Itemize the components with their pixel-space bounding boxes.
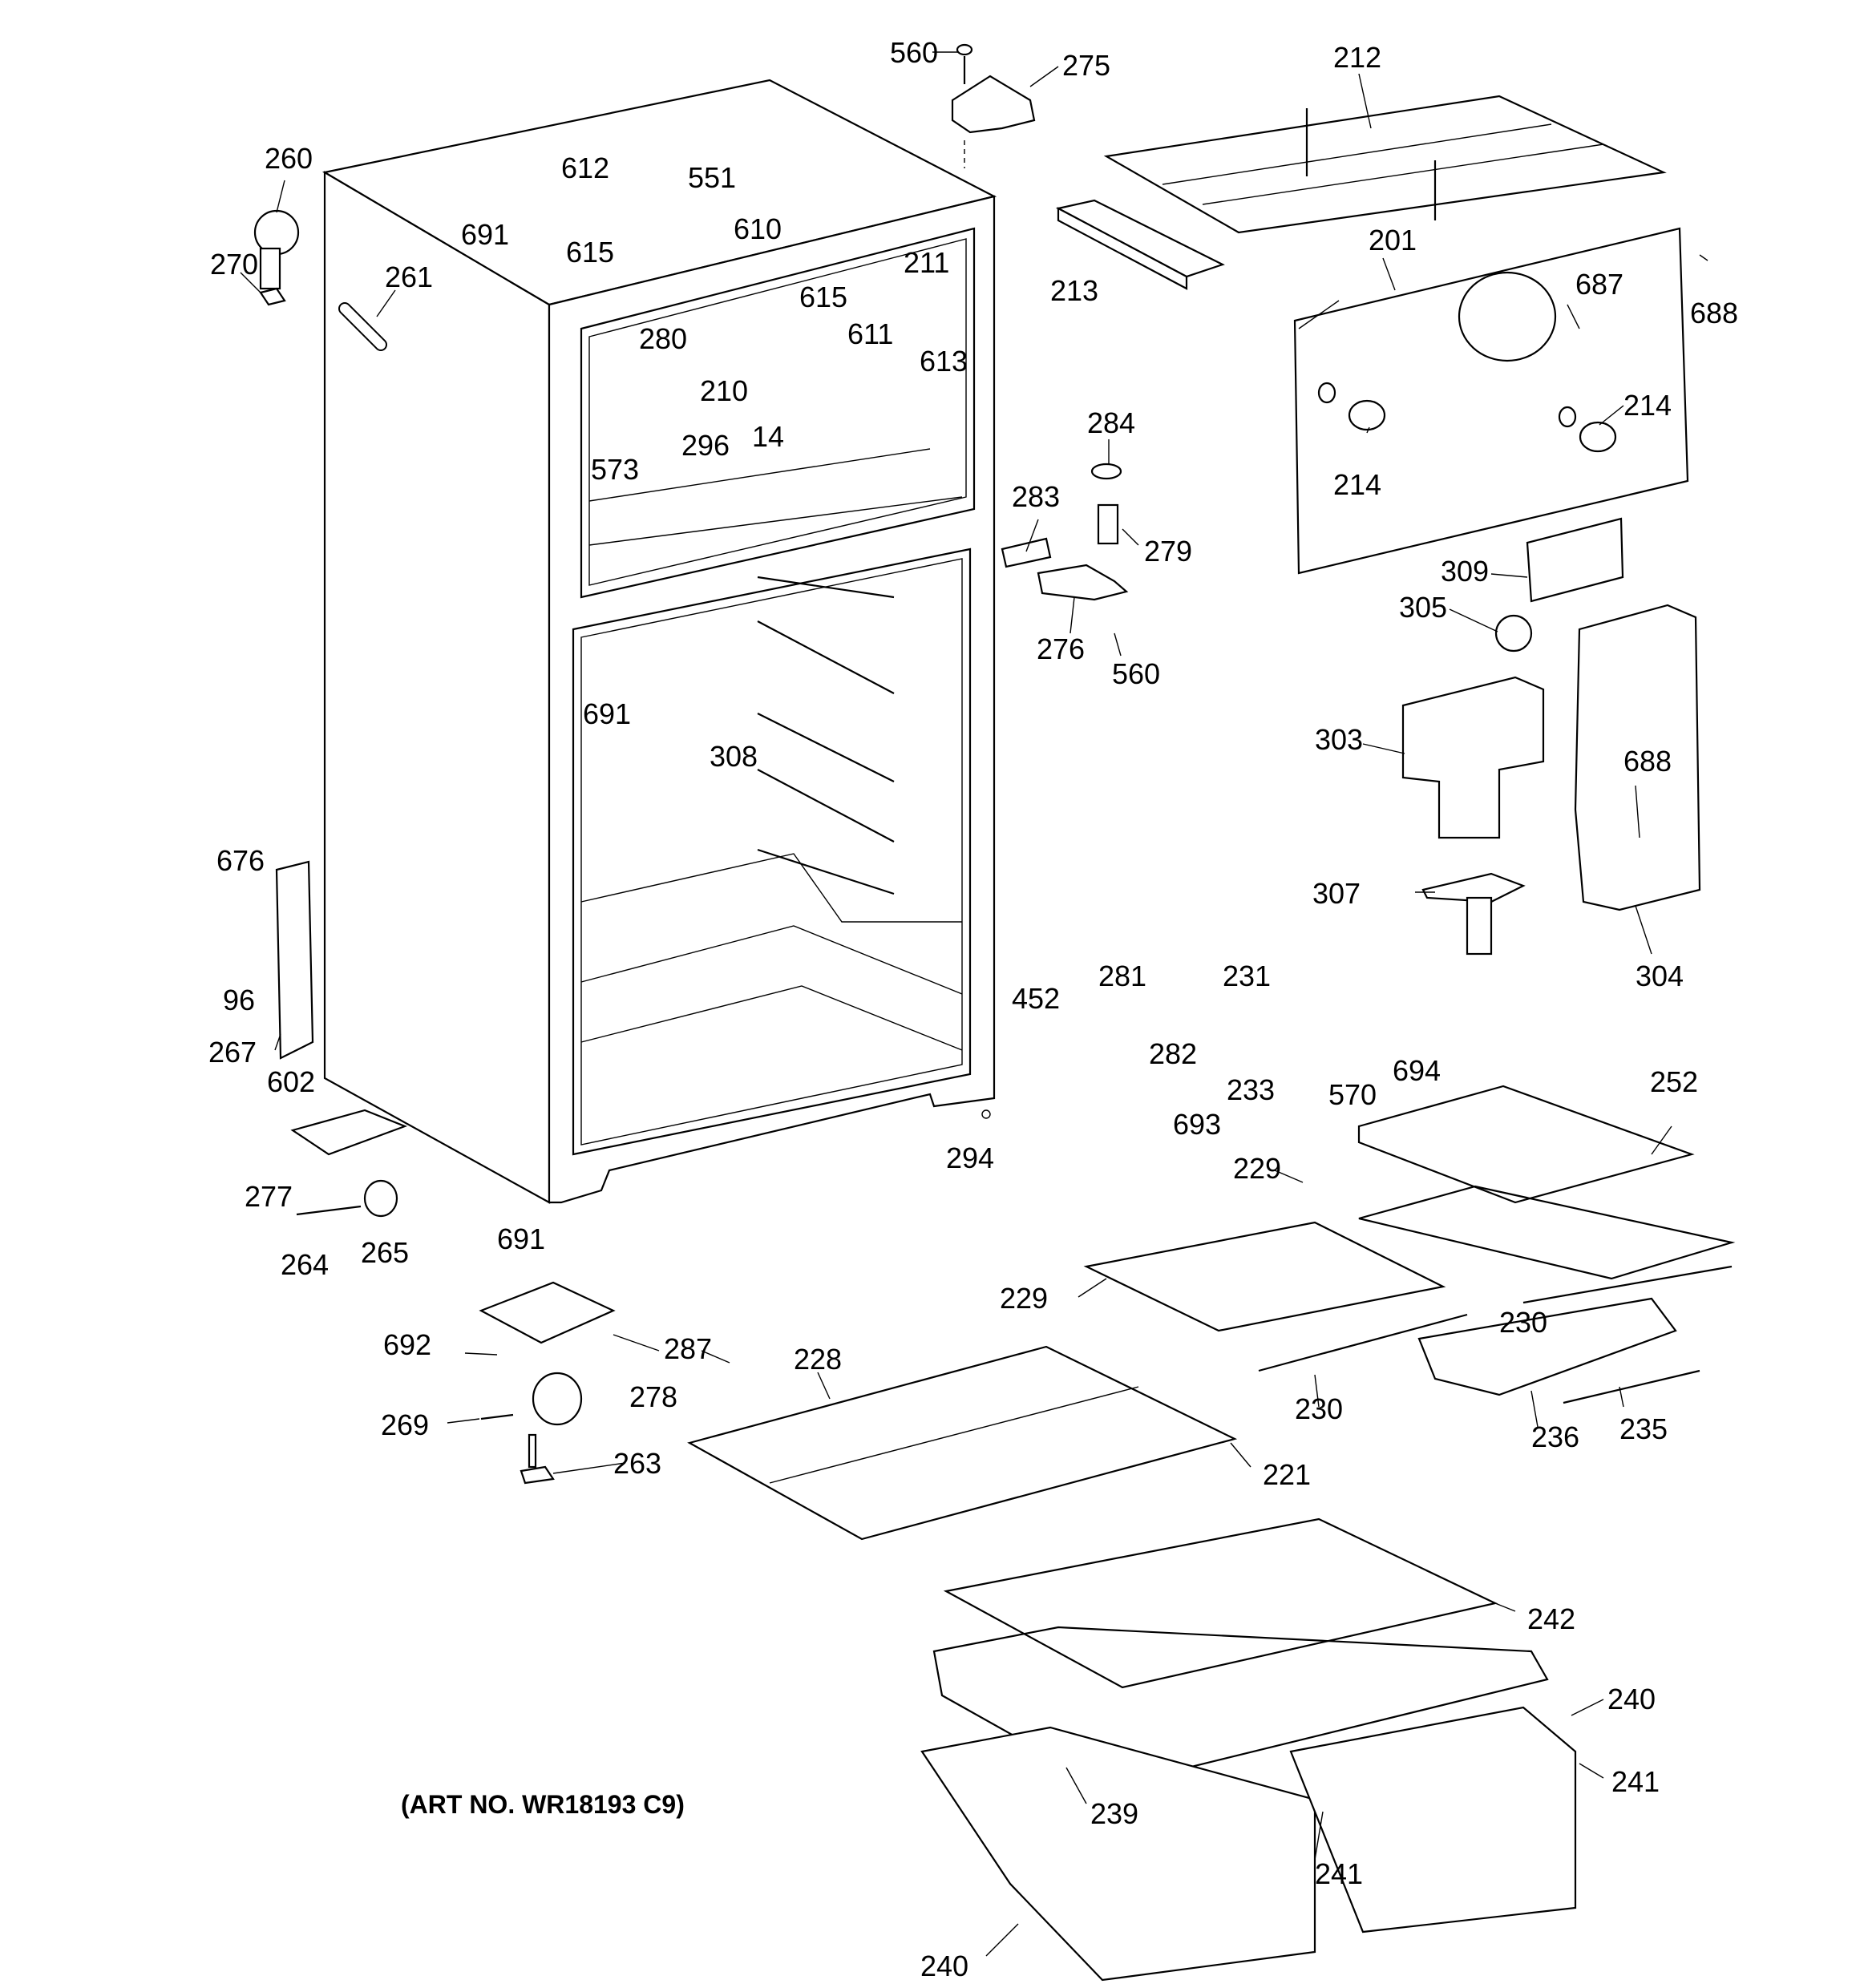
callout-309: 309: [1441, 555, 1489, 588]
callout-221: 221: [1263, 1458, 1311, 1491]
callout-229: 229: [1000, 1282, 1048, 1315]
callout-283: 283: [1012, 480, 1060, 513]
callout-560: 560: [890, 36, 938, 69]
callout-611: 611: [847, 317, 893, 350]
callout-214: 214: [1333, 468, 1381, 501]
refrigerator-cabinet: [321, 79, 997, 1204]
callout-269: 269: [381, 1408, 429, 1441]
callout-260: 260: [265, 142, 313, 175]
callout-612: 612: [561, 152, 609, 184]
callout-687: 687: [1575, 268, 1623, 301]
callout-452: 452: [1012, 982, 1060, 1015]
freezer-wire-shelf-part-212: [1103, 95, 1667, 234]
callout-263: 263: [613, 1447, 661, 1480]
callout-692: 692: [383, 1328, 431, 1361]
shelves: [687, 1085, 1736, 1541]
callout-231: 231: [1223, 960, 1271, 992]
callout-252: 252: [1650, 1065, 1698, 1098]
callout-14: 14: [752, 420, 784, 453]
callout-236: 236: [1531, 1420, 1579, 1453]
callout-235: 235: [1619, 1412, 1668, 1445]
callout-211: 211: [904, 246, 949, 279]
callout-284: 284: [1087, 406, 1135, 439]
evaporator-cover-part-201: [1293, 227, 1689, 575]
callout-228: 228: [794, 1343, 842, 1376]
callout-551: 551: [688, 161, 736, 194]
callout-280: 280: [639, 322, 687, 355]
callout-573: 573: [591, 453, 639, 486]
leader-lines: [240, 51, 1708, 1957]
left-side-parts: [253, 209, 408, 1218]
callout-304: 304: [1636, 960, 1684, 992]
callout-230: 230: [1499, 1306, 1547, 1339]
callout-615: 615: [566, 236, 614, 269]
callout-615: 615: [799, 281, 847, 313]
callout-282: 282: [1149, 1037, 1197, 1070]
callout-229: 229: [1233, 1152, 1281, 1185]
callout-613: 613: [920, 345, 968, 378]
callout-277: 277: [245, 1180, 293, 1213]
callout-610: 610: [734, 212, 782, 245]
callout-270: 270: [210, 248, 258, 281]
leveling-parts: [479, 1281, 616, 1485]
callout-212: 212: [1333, 41, 1381, 74]
callout-296: 296: [681, 429, 730, 462]
callout-694: 694: [1393, 1054, 1441, 1087]
callout-279: 279: [1144, 535, 1192, 568]
callout-691: 691: [497, 1222, 545, 1255]
callout-676: 676: [216, 844, 265, 877]
callout-230: 230: [1295, 1392, 1343, 1425]
callout-281: 281: [1098, 960, 1146, 992]
ice-tray-part-213: [1055, 199, 1225, 290]
callout-276: 276: [1037, 632, 1085, 665]
fresh-food-parts: [1001, 463, 1701, 956]
callout-307: 307: [1312, 877, 1361, 910]
callout-210: 210: [700, 374, 748, 407]
callout-305: 305: [1399, 591, 1447, 624]
top-hinge-part-275: [951, 43, 1036, 168]
callout-693: 693: [1173, 1108, 1221, 1141]
callout-688: 688: [1690, 297, 1738, 329]
callout-602: 602: [267, 1065, 315, 1098]
callout-96: 96: [223, 984, 255, 1016]
callout-294: 294: [946, 1141, 994, 1174]
callout-570: 570: [1328, 1078, 1377, 1111]
callout-691: 691: [583, 697, 631, 730]
callout-233: 233: [1227, 1073, 1275, 1106]
callout-278: 278: [629, 1380, 677, 1413]
callout-688: 688: [1623, 745, 1672, 778]
callout-560: 560: [1112, 657, 1160, 690]
callout-265: 265: [361, 1236, 409, 1269]
callout-239: 239: [1090, 1797, 1138, 1830]
callout-240: 240: [920, 1950, 968, 1982]
crisper-drawers: [920, 1517, 1577, 1982]
callout-214: 214: [1623, 389, 1672, 422]
callout-241: 241: [1611, 1765, 1660, 1798]
callout-264: 264: [281, 1248, 329, 1281]
callout-261: 261: [385, 261, 433, 293]
callout-303: 303: [1315, 723, 1363, 756]
callout-241: 241: [1315, 1857, 1363, 1890]
callout-308: 308: [710, 740, 758, 773]
callout-201: 201: [1369, 224, 1417, 257]
art-number: (ART NO. WR18193 C9): [401, 1790, 685, 1819]
callout-labels: 560 275 212 260 270 261 612 551 691 615 …: [208, 36, 1738, 1982]
callout-691: 691: [461, 218, 509, 251]
callout-267: 267: [208, 1036, 257, 1069]
callout-213: 213: [1050, 274, 1098, 307]
callout-242: 242: [1527, 1602, 1575, 1635]
callout-240: 240: [1607, 1683, 1656, 1715]
callout-275: 275: [1062, 49, 1110, 82]
callout-287: 287: [664, 1332, 712, 1365]
